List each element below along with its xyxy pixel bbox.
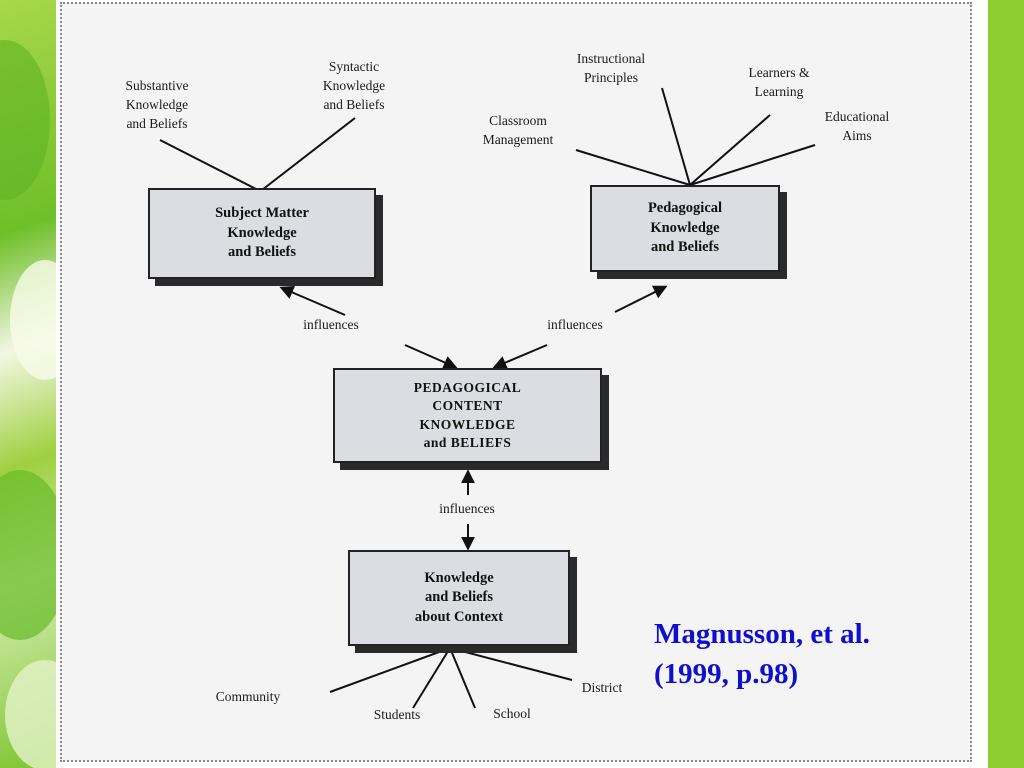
instructional-line [661, 87, 691, 186]
influence-arrow-pedagogical [614, 285, 668, 313]
instructional-principles-label: Instructional Principles [576, 51, 646, 85]
subject-matter-box: Subject Matter Knowledge and Beliefs [148, 188, 376, 279]
community-label: Community [215, 689, 281, 704]
district-label: District [581, 680, 623, 695]
school-label: School [493, 706, 531, 721]
influence-arrow-pck-right [492, 344, 548, 370]
classroom-line [575, 149, 691, 186]
left-decorative-band [0, 0, 56, 768]
citation: Magnusson, et al. (1999, p.98) [654, 618, 870, 691]
pck-box: PEDAGOGICAL CONTENT KNOWLEDGE and BELIEF… [333, 368, 602, 463]
aims-line [689, 144, 816, 186]
school-line [449, 647, 476, 709]
district-line [449, 647, 573, 681]
influences-label-right: influences [547, 317, 603, 332]
substantive-label: Substantive Knowledge and Beliefs [125, 78, 189, 131]
right-decorative-band [988, 0, 1024, 768]
influences-label-bottom: influences [439, 501, 495, 516]
syntactic-line [261, 117, 356, 191]
learners-learning-label: Learners & Learning [748, 65, 810, 99]
syntactic-label: Syntactic Knowledge and Beliefs [322, 59, 386, 112]
pedagogical-knowledge-box: Pedagogical Knowledge and Beliefs [590, 185, 780, 272]
influence-arrow-subject [279, 285, 346, 316]
learners-line [689, 114, 771, 186]
classroom-management-label: Classroom Management [482, 113, 554, 147]
students-line [412, 647, 451, 709]
students-label: Students [373, 707, 421, 722]
influence-arrow-pck-left [404, 344, 458, 369]
context-box: Knowledge and Beliefs about Context [348, 550, 570, 646]
educational-aims-label: Educational Aims [824, 109, 890, 143]
community-line [329, 647, 451, 693]
influences-label-left: influences [303, 317, 359, 332]
substantive-line [159, 139, 259, 191]
